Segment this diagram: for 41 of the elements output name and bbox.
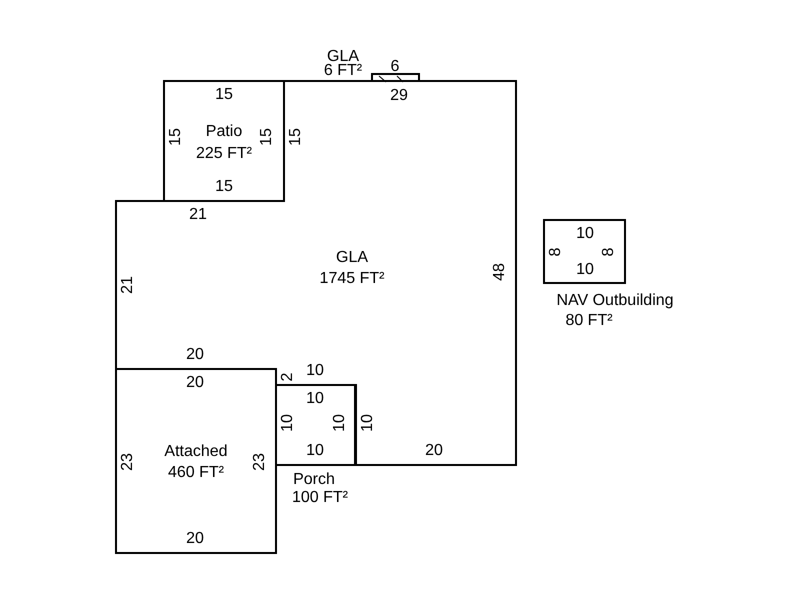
- room-outline: [163, 80, 285, 202]
- dimension-label: 20: [186, 531, 204, 547]
- area-label: 1745 FT²: [320, 271, 384, 287]
- room-outline: [115, 368, 277, 554]
- dimension-label: 10: [306, 391, 324, 407]
- dimension-label: 10: [280, 414, 296, 432]
- dimension-label: 15: [259, 128, 275, 146]
- dimension-label: 10: [306, 443, 324, 459]
- dimension-label: 23: [120, 453, 136, 471]
- dimension-label: 15: [215, 87, 233, 103]
- dimension-label: 15: [168, 128, 184, 146]
- dimension-label: 15: [215, 179, 233, 195]
- area-label: 225 FT²: [196, 146, 252, 162]
- room-name: Attached: [164, 444, 228, 460]
- dimension-label: 20: [425, 443, 443, 459]
- area-label: 80 FT²: [565, 313, 613, 329]
- dimension-label: 10: [576, 226, 594, 242]
- dimension-label: 20: [186, 347, 204, 363]
- dimension-label: 21: [120, 276, 136, 294]
- area-label: 460 FT²: [168, 465, 224, 481]
- room-name: GLA: [336, 250, 368, 266]
- room-name: NAV Outbuilding: [556, 293, 674, 309]
- dimension-label: 8: [601, 248, 617, 256]
- dimension-label: 10: [332, 414, 348, 432]
- area-label: 6 FT²: [324, 63, 362, 79]
- dimension-label: 23: [252, 453, 268, 471]
- dimension-label: 20: [186, 375, 204, 391]
- dimension-label: 6: [390, 59, 400, 75]
- dimension-label: 15: [288, 128, 304, 146]
- dimension-label: 48: [492, 263, 508, 281]
- dimension-label: 29: [390, 88, 408, 104]
- dimension-label: 2: [280, 372, 296, 382]
- room-name: Patio: [206, 124, 242, 140]
- room-name: GLA: [327, 49, 359, 65]
- dimension-label: 8: [548, 248, 564, 256]
- dimension-label: 10: [306, 363, 324, 379]
- dimension-label: 10: [360, 414, 376, 432]
- dimension-label: 21: [189, 207, 207, 223]
- area-label: 100 FT²: [292, 490, 348, 506]
- room-name: Porch: [293, 472, 335, 488]
- dimension-label: 10: [576, 262, 594, 278]
